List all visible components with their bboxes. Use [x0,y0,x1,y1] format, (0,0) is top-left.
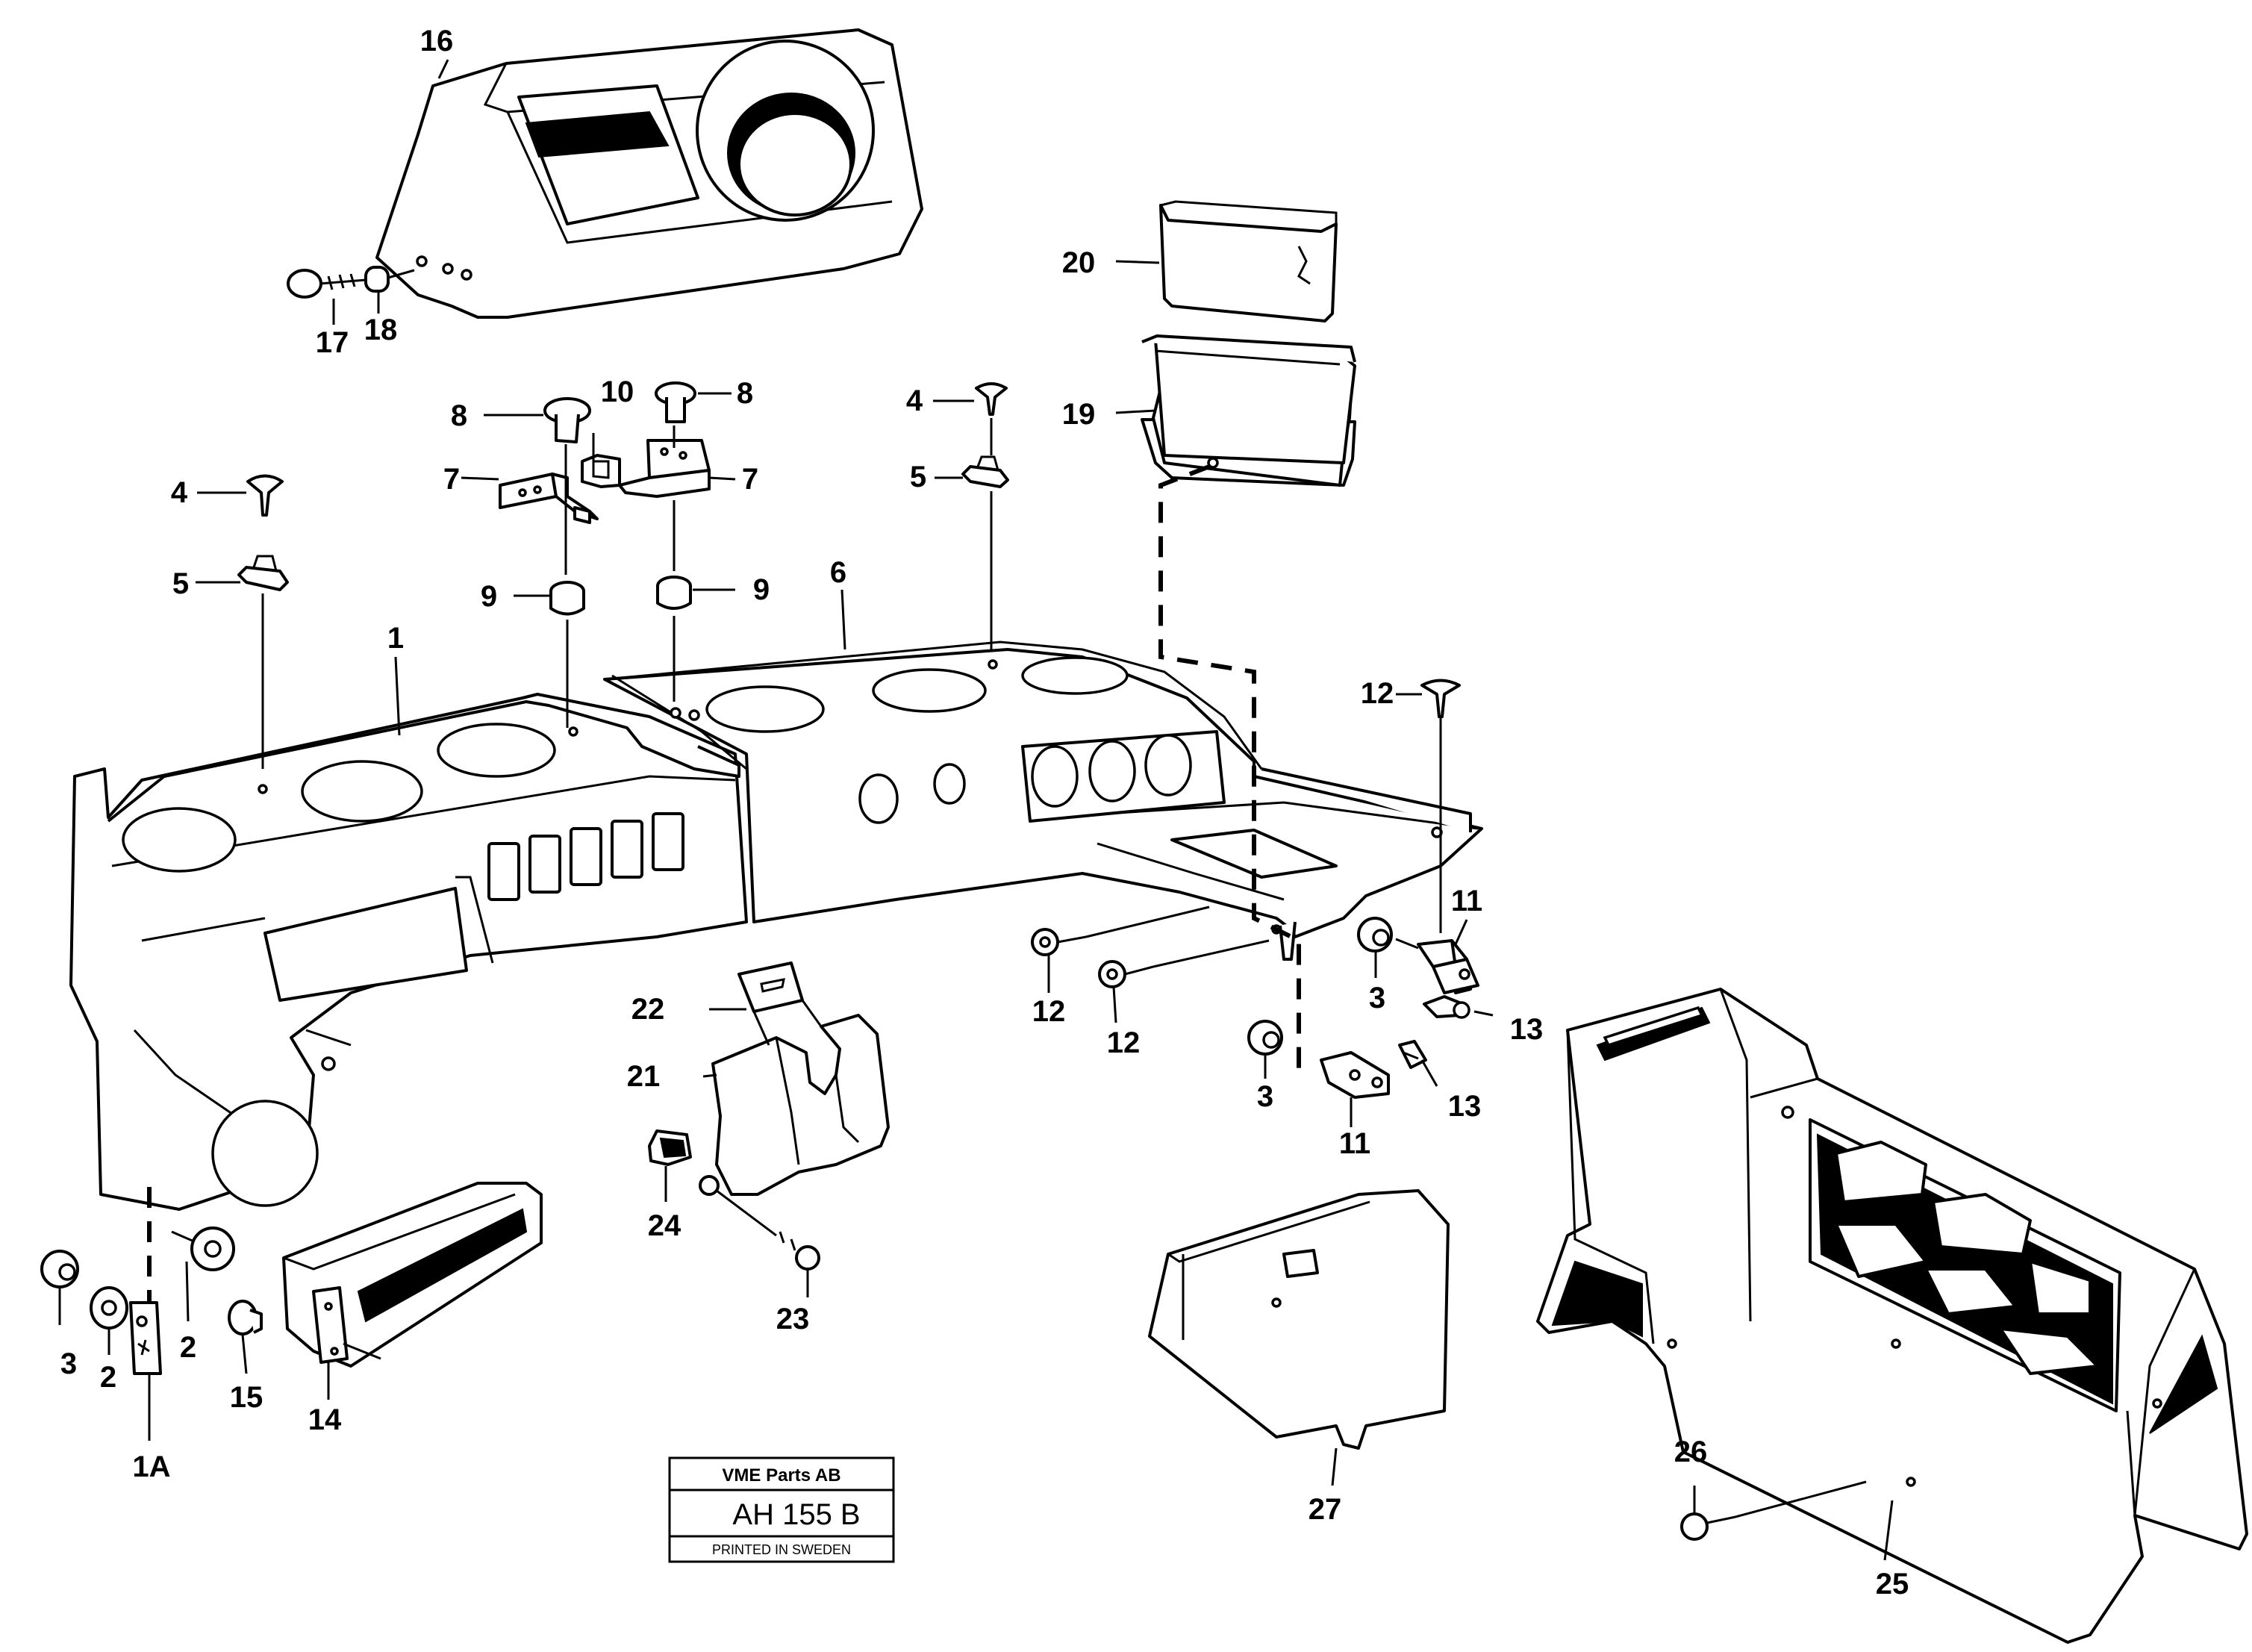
callout-3-c: 3 [60,1347,77,1380]
callout-18: 18 [364,314,398,346]
callout-13-b: 13 [1448,1090,1482,1123]
callout-15: 15 [230,1381,263,1414]
part-23-screw [699,1175,820,1271]
callout-17: 17 [316,326,349,359]
part-19-storage-box [1141,334,1356,487]
part-12-screw-mid [1098,939,1270,988]
part-1A-bracket [129,1301,162,1375]
callout-16: 16 [420,25,454,57]
part-18-spacer [364,266,415,293]
callout-10: 10 [601,375,634,408]
part-13-clip-lower [1398,1040,1427,1069]
callout-24: 24 [648,1209,681,1242]
callout-2-a: 2 [100,1361,116,1394]
part-22-clamp [737,961,804,1013]
part-27-cover [1148,1189,1450,1450]
callout-22: 22 [631,993,665,1026]
callout-11-a: 11 [1451,885,1482,917]
part-25-console-panel [1536,988,2248,1644]
callout-8-b: 8 [737,377,753,410]
callout-7-a: 7 [443,463,460,496]
callout-1A: 1A [132,1450,170,1483]
callout-14: 14 [308,1403,342,1436]
part-9-spacer-b [656,576,692,610]
part-7-bracket-b [618,439,711,498]
callout-5-b: 5 [910,461,926,493]
part-1-left-dashboard [69,693,748,1211]
callout-26: 26 [1674,1436,1708,1468]
callout-4-a: 4 [171,476,188,509]
part-21-column-cover [711,1000,890,1196]
part-10-nut [581,454,621,488]
part-7-bracket-a [499,473,599,524]
part-5-clip-left [237,555,289,591]
part-5-clip-right [961,455,1009,488]
callout-9-a: 9 [481,580,497,613]
part-12-screw-left [1031,906,1210,956]
callout-27: 27 [1309,1493,1342,1526]
callout-leaders [58,59,1894,1561]
callout-labels: 16 17 18 20 19 8 8 10 7 7 4 4 5 5 9 9 6 … [60,25,1909,1600]
callout-12-c: 12 [1107,1026,1141,1059]
stamp-code: AH 155 B [732,1498,860,1531]
part-11-bracket-upper [1417,939,1479,994]
callout-11-b: 11 [1339,1127,1370,1160]
stamp-company: VME Parts AB [722,1465,840,1486]
assembly-dashed-line [1158,464,1301,1075]
callout-25: 25 [1876,1568,1909,1600]
callout-8-a: 8 [451,399,467,432]
part-8-screw-b [655,381,696,423]
part-12-screw-top [1420,679,1461,933]
stamp-printed: PRINTED IN SWEDEN [712,1542,851,1557]
callout-6: 6 [830,556,846,589]
part-2-washer-right [171,1226,235,1271]
part-8-screw-a [543,397,591,443]
part-14-glove-tray [282,1182,543,1368]
callout-3-b: 3 [1257,1080,1273,1113]
part-4-screw-left [246,474,284,517]
part-20-insert-tray [1159,200,1338,322]
callout-21: 21 [627,1060,661,1093]
part-4-screw-right [975,382,1008,416]
title-stamp: VME Parts AB AH 155 B PRINTED IN SWEDEN [668,1456,895,1563]
callout-23: 23 [776,1303,810,1335]
callout-20: 20 [1062,246,1096,279]
callout-12-a: 12 [1361,677,1394,710]
part-13-clip-upper [1423,995,1494,1019]
callout-7-b: 7 [742,463,758,496]
callout-9-b: 9 [753,573,770,606]
part-3-nut-right-lower [1247,1020,1283,1056]
callout-12-b: 12 [1032,995,1066,1028]
callout-19: 19 [1062,398,1096,431]
part-3-nut-left [40,1250,79,1288]
callout-3-a: 3 [1369,982,1385,1014]
callout-5-a: 5 [172,567,189,600]
callout-13-a: 13 [1510,1013,1544,1046]
callout-2-b: 2 [180,1331,196,1364]
part-3-nut-right-upper [1357,917,1419,953]
callout-4-b: 4 [906,384,923,417]
part-6-right-dashboard [603,640,1483,961]
part-16-instrument-hood [375,28,923,319]
part-11-bracket-lower [1320,1051,1390,1112]
part-9-spacer-a [549,581,585,616]
part-15-plug [228,1300,263,1335]
part-24-clip [648,1129,692,1166]
part-17-screw [287,269,367,299]
callout-1: 1 [387,622,404,655]
part-2-washer-left [90,1286,128,1330]
